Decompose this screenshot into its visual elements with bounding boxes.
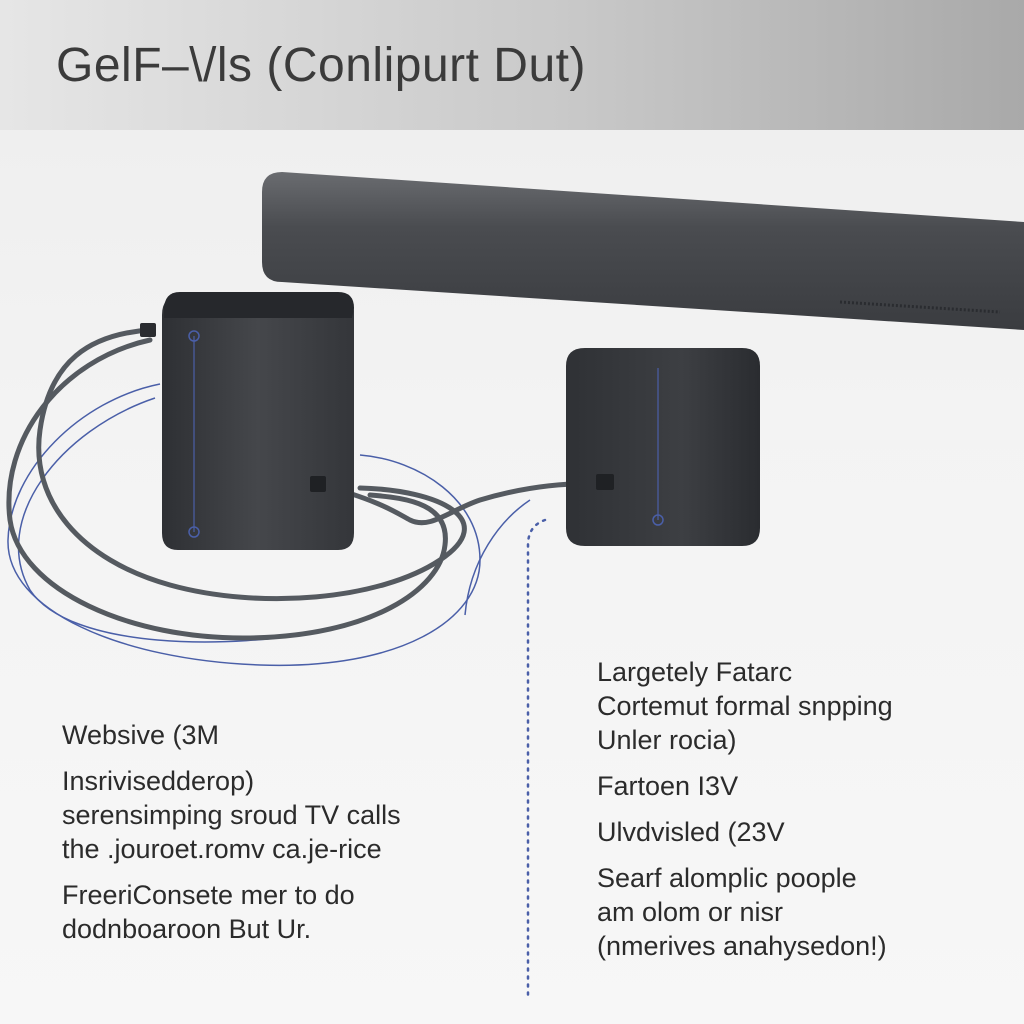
left-line-6: dodnboaroon But Ur.	[62, 914, 312, 944]
right-line-8: (nmerives anahysedon!)	[597, 931, 887, 961]
right-line-3: Unler rocia)	[597, 725, 737, 755]
left-line-2: Insrivisedderop)	[62, 766, 255, 796]
left-line-1: Websive (3M	[62, 720, 220, 750]
right-line-4: Fartoen I3V	[597, 771, 739, 801]
header-bar: GelF–\/ls (Conlipurt Dut)	[0, 0, 1024, 130]
right-description: Largetely Fatarc Cortemut formal snpping…	[597, 655, 893, 963]
left-line-5: FreeriConsete mer to do	[62, 880, 355, 910]
dotted-guide-line	[526, 518, 547, 1002]
page-title: GelF–\/ls (Conlipurt Dut)	[56, 39, 586, 92]
right-line-5: Ulvdvisled (23V	[597, 817, 785, 847]
right-line-1: Largetely Fatarc	[597, 657, 793, 687]
hub-device	[140, 292, 354, 550]
cables	[6, 327, 608, 641]
left-line-4: the .jouroet.romv ca.je-rice	[62, 834, 382, 864]
receiver-device	[566, 348, 760, 546]
right-line-2: Cortemut formal snpping	[597, 691, 893, 721]
left-line-3: serensimping sroud TV calls	[62, 800, 401, 830]
accent-outline-loops	[7, 383, 531, 667]
left-description: Websive (3M Insrivisedderop) serensimpin…	[62, 718, 401, 946]
right-line-6: Searf alomplic poople	[597, 863, 857, 893]
right-line-7: am olom or nisr	[597, 897, 784, 927]
soundbar	[262, 172, 1024, 330]
